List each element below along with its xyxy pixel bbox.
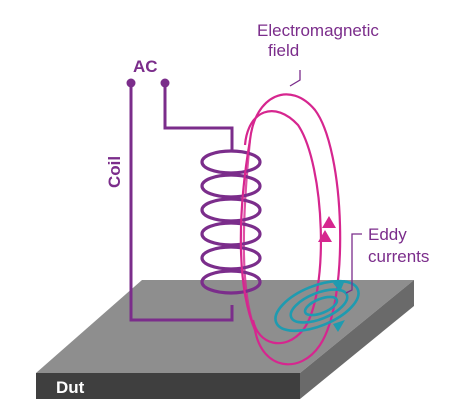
ac-terminal-right (160, 78, 170, 88)
eddy-loop-inner (303, 295, 339, 317)
coil-label: Coil (105, 156, 124, 188)
dut-plate-front (36, 373, 300, 399)
coil-windings (200, 149, 262, 295)
field-arrow-inner (318, 230, 332, 242)
eddy-loop-middle (289, 288, 349, 324)
eddy-label-line2: currents (368, 247, 429, 266)
field-loop-outer (248, 93, 342, 366)
ac-label: AC (133, 57, 158, 76)
coil-wire-left (129, 84, 234, 322)
coil-wire-right (163, 84, 234, 152)
coil-turn (200, 269, 262, 295)
coil-turn (200, 245, 262, 271)
eddy-callout-line (345, 233, 362, 294)
field-label-line2: field (268, 41, 299, 60)
dut-label: Dut (56, 378, 85, 397)
eddy-loop-outer (274, 279, 360, 333)
field-callout-line (289, 70, 301, 87)
coil-turn (200, 221, 262, 247)
field-arrow-outer (322, 216, 336, 228)
eddy-arrow-2 (333, 280, 345, 292)
field-label-line1: Electromagnetic (257, 21, 379, 40)
field-loops-front (239, 139, 257, 331)
callout-lines (289, 70, 362, 294)
eddy-label-line1: Eddy (368, 225, 407, 244)
eddy-currents (274, 279, 360, 333)
eddy-arrow-1 (333, 320, 345, 332)
coil-turn (200, 197, 262, 223)
field-loop-inner (243, 110, 323, 345)
field-loop-front-outer (239, 139, 257, 331)
ac-terminal-left (126, 78, 136, 88)
dut-plate-side (300, 280, 414, 399)
coil-wires (129, 84, 234, 322)
coil-turn (200, 149, 262, 175)
coil-turn (200, 173, 262, 199)
